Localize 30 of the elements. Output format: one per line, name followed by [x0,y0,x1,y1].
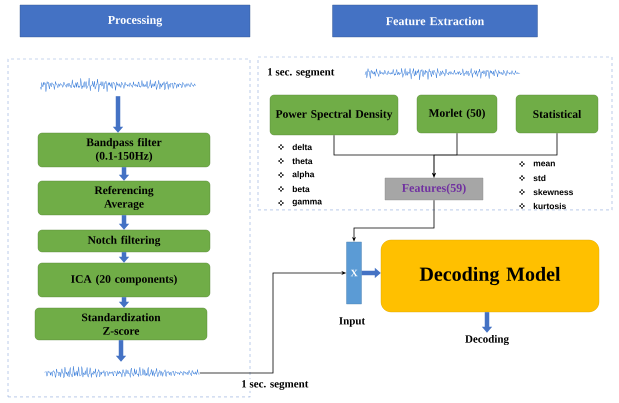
process-box: Referencing Average [38,180,210,216]
edge-label: 1 sec. segment [240,379,310,391]
list-item: beta [292,186,310,192]
feature-box: Features(59) [384,178,484,200]
signal-wave-drawing [44,366,200,378]
list-item: mean [534,162,555,166]
model-box: Decoding Model [380,240,600,312]
process-box: ICA (20 components) [38,262,210,298]
dashed-panel [258,56,612,210]
process-box: Notch filtering [38,230,210,252]
dashed-panel [8,58,250,398]
list-item: std [534,174,546,182]
input-bar: X [346,242,362,304]
segment-label: 1 sec. segment [268,68,334,78]
header-banner: Feature Extraction [332,4,538,38]
header-banner: Processing [20,4,250,38]
list-item: delta [292,144,312,150]
list-item: theta [292,158,313,164]
process-box: Bandpass filter (0.1-150Hz) [38,132,210,168]
list-item: alpha [292,171,314,179]
list-item: gamma [292,200,322,206]
signal-wave-drawing [40,78,196,92]
process-box: Statistical [516,94,598,134]
process-box: Standardization Z-score [34,308,208,340]
caption-text: Input [339,317,366,327]
output-label: Decoding [465,334,509,346]
process-box: Morlet (50) [416,94,498,134]
list-item: skewness [534,188,573,196]
process-box: Power Spectral Density [270,94,398,136]
list-item: kurtosis [534,202,566,210]
